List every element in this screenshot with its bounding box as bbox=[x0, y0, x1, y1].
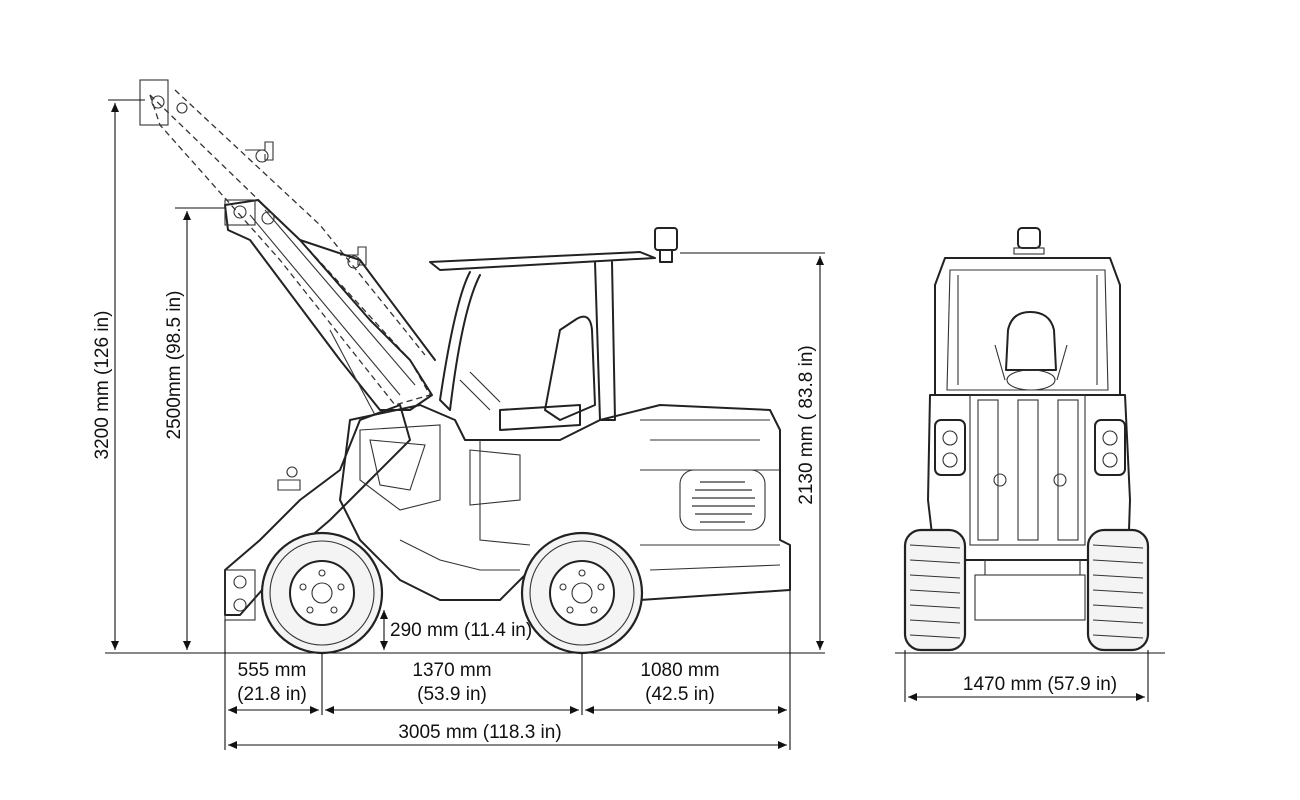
label-rear-overhang-mm: 1080 mm bbox=[640, 660, 719, 681]
front-seat bbox=[994, 311, 1068, 391]
dim-rear-overhang: 1080 mm (42.5 in) bbox=[585, 660, 787, 714]
label-max-lift-height: 3200 mm (126 in) bbox=[92, 311, 113, 460]
label-overall-length: 3005 mm (118.3 in) bbox=[398, 722, 561, 743]
front-left-tire bbox=[903, 528, 967, 652]
engine-grille bbox=[679, 469, 766, 531]
attachment-arm bbox=[224, 404, 411, 621]
label-ground-clearance: 290 mm (11.4 in) bbox=[390, 620, 532, 641]
label-overall-width: 1470 mm (57.9 in) bbox=[963, 674, 1117, 695]
chassis bbox=[339, 404, 791, 601]
dim-hinge-pin-height: 2500mm (98.5 in) bbox=[164, 207, 225, 650]
dim-overall-length: 3005 mm (118.3 in) bbox=[228, 722, 787, 749]
front-wheel bbox=[260, 531, 384, 655]
dim-front-overhang: 555 mm (21.8 in) bbox=[228, 660, 319, 714]
front-right-tire bbox=[1086, 528, 1150, 652]
label-wheelbase-in: (53.9 in) bbox=[417, 684, 487, 705]
dim-ground-clearance: 290 mm (11.4 in) bbox=[380, 610, 532, 650]
dim-overall-width: 1470 mm (57.9 in) bbox=[904, 650, 1149, 702]
label-hinge-pin-height: 2500mm (98.5 in) bbox=[164, 291, 185, 440]
boom-arm bbox=[224, 199, 436, 416]
beacon-light bbox=[1013, 227, 1045, 255]
dim-overall-height: 2130 mm ( 83.8 in) bbox=[680, 252, 825, 650]
front-lights bbox=[934, 419, 1126, 476]
label-front-overhang-mm: 555 mm bbox=[238, 660, 307, 681]
dim-max-lift-height: 3200 mm (126 in) bbox=[92, 99, 145, 650]
dim-wheelbase: 1370 mm (53.9 in) bbox=[325, 660, 579, 714]
label-wheelbase-mm: 1370 mm bbox=[412, 660, 491, 681]
side-view: 3200 mm (126 in) 2500mm (98.5 in) 2130 m… bbox=[92, 79, 825, 750]
rops-cab bbox=[429, 227, 678, 421]
label-rear-overhang-in: (42.5 in) bbox=[645, 684, 715, 705]
label-overall-height: 2130 mm ( 83.8 in) bbox=[796, 345, 817, 504]
front-cab-frame bbox=[934, 257, 1121, 396]
rear-wheel bbox=[520, 531, 644, 655]
front-view: 1470 mm (57.9 in) bbox=[895, 227, 1165, 702]
seat bbox=[459, 315, 596, 431]
label-front-overhang-in: (21.8 in) bbox=[237, 684, 307, 705]
